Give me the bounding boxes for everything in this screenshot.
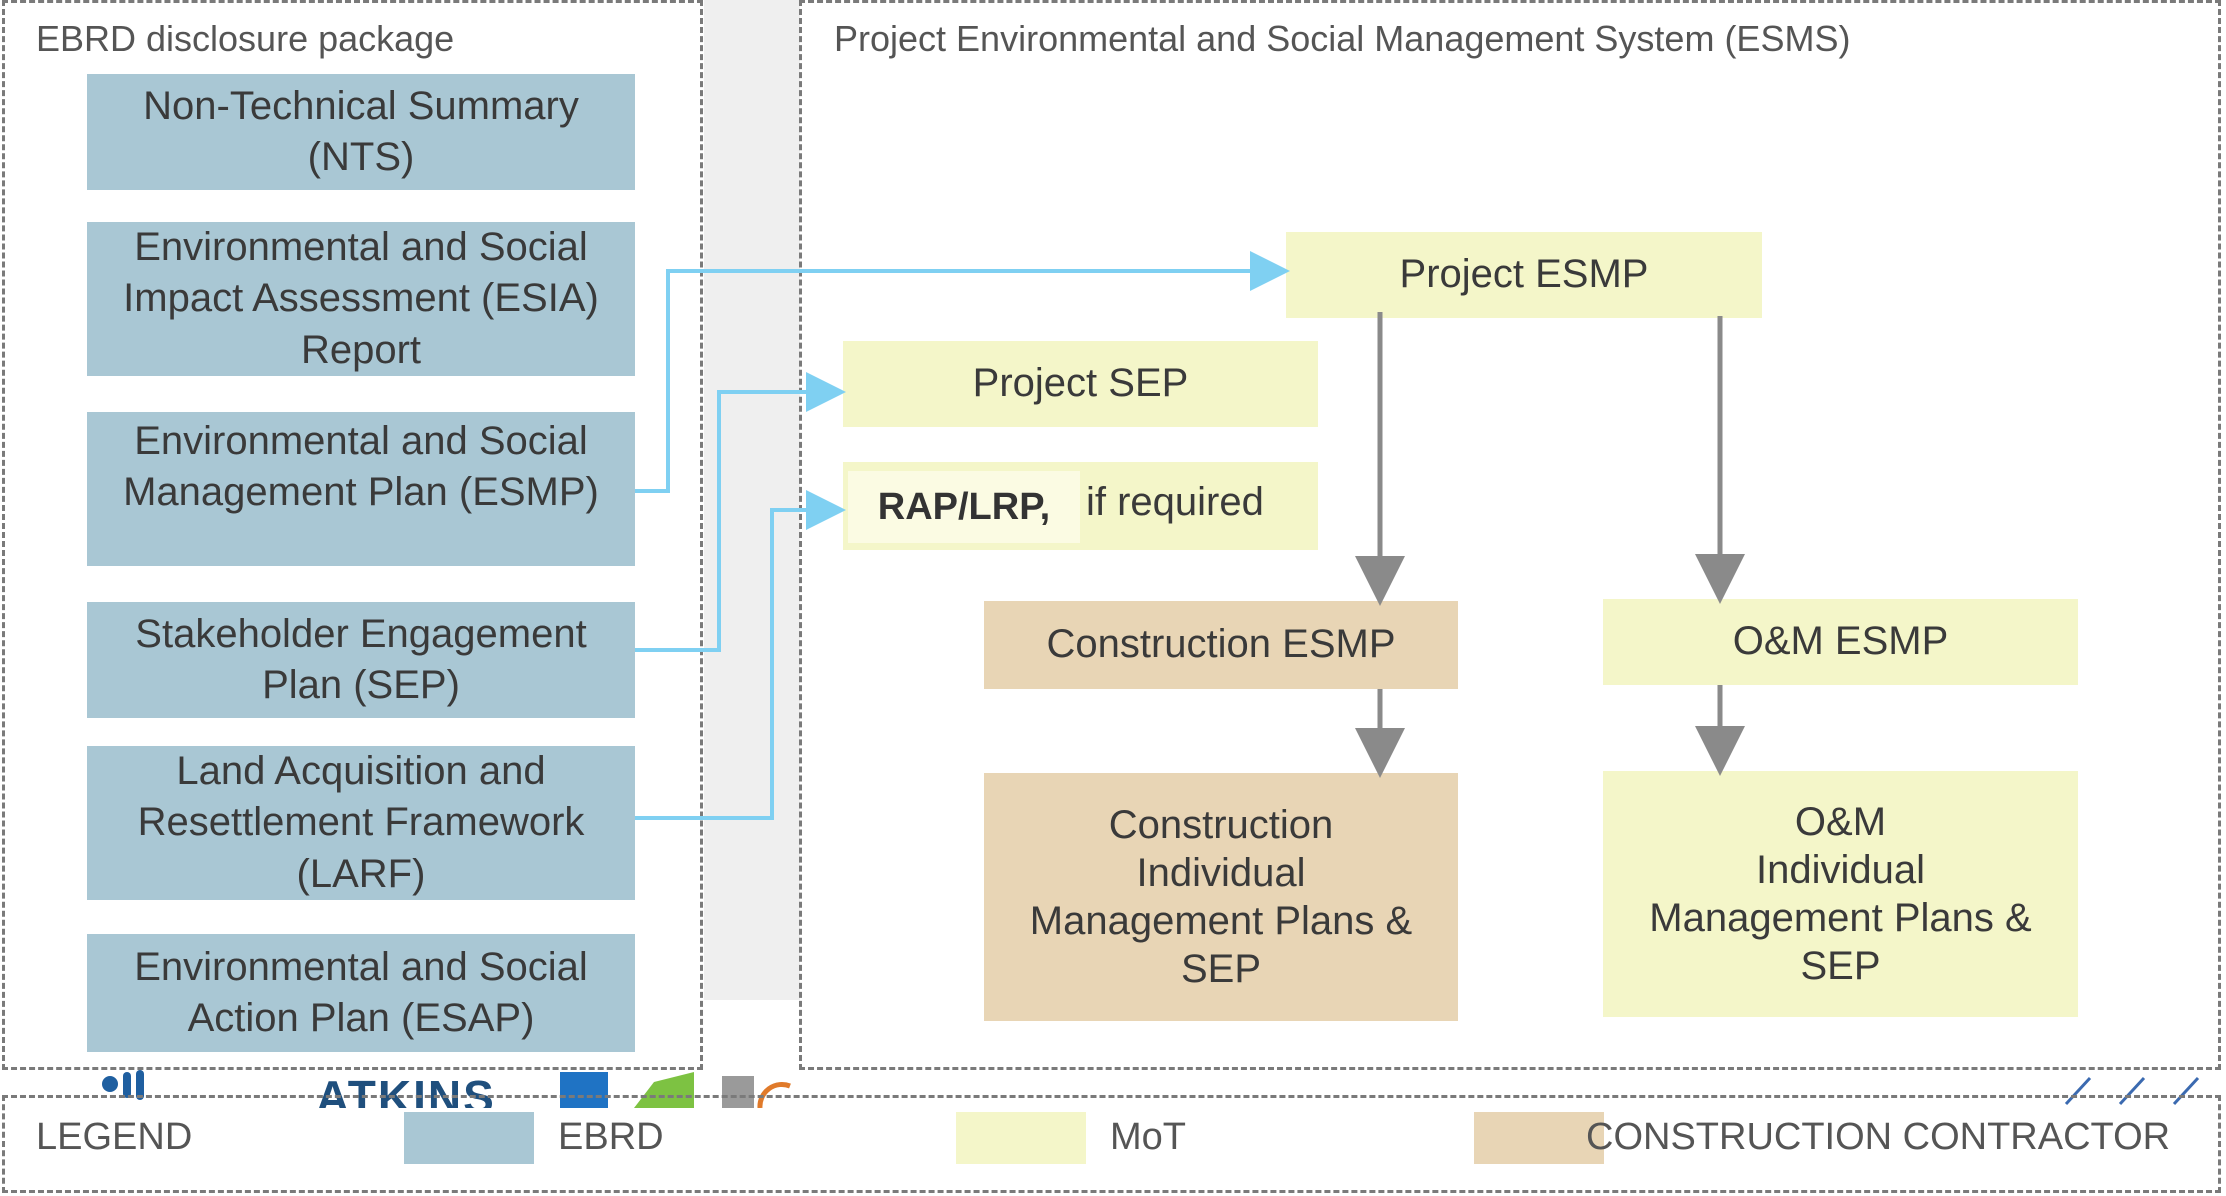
atkins-logo: ATKINS [316, 1071, 496, 1108]
rap-lrp-label: RAP/LRP, [848, 471, 1080, 543]
legend-swatch-ebrd [404, 1112, 534, 1164]
nts-line: (NTS) [307, 135, 415, 179]
project-esmp-box: Project ESMP [1286, 232, 1762, 318]
legend-label-ebrd: EBRD [558, 1116, 664, 1158]
esap-line: Action Plan (ESAP) [187, 996, 535, 1040]
larf-line: (LARF) [296, 851, 426, 896]
sep-line: Stakeholder Engagement [135, 611, 587, 656]
nts-line: Non-Technical Summary [143, 83, 579, 128]
legend-swatch-mot [956, 1112, 1086, 1164]
esia-line: Impact Assessment (ESIA) [123, 276, 599, 321]
logo-strip: ATKINS [0, 1068, 2226, 1108]
project-esmp-label: Project ESMP [1399, 252, 1649, 297]
esms-panel [799, 0, 2221, 1070]
sep-to-project-sep-connector [635, 372, 846, 652]
legend-label-mot: MoT [1110, 1116, 1186, 1158]
rap-lrp-suffix: if required [1086, 480, 1264, 524]
esms-panel-title: Project Environmental and Social Managem… [834, 18, 1851, 59]
project-sep-box: Project SEP [843, 341, 1318, 427]
construction-plans-line: Management Plans & [1029, 899, 1413, 943]
construction-plans-line: SEP [1180, 947, 1262, 991]
legend-panel [2, 1095, 2221, 1193]
om-plans-line: Management Plans & [1649, 896, 2032, 940]
esap-line: Environmental and Social [134, 944, 588, 989]
om-plans-line: SEP [1800, 944, 1881, 988]
partner-logos [102, 1070, 2200, 1108]
esia-line: Report [300, 327, 422, 372]
construction-esmp-label: Construction ESMP [1046, 622, 1396, 667]
esmp-to-project-esmp-connector [635, 251, 1290, 493]
legend-label-construction-contractor: CONSTRUCTION CONTRACTOR [1586, 1116, 2171, 1158]
esmp-line: Management Plan (ESMP) [123, 470, 599, 515]
legend-swatch-construction-contractor [1474, 1112, 1604, 1164]
construction-plans-line: Construction [1108, 803, 1334, 847]
legend-title: LEGEND [36, 1116, 193, 1158]
larf-line: Resettlement Framework [137, 800, 585, 845]
om-esmp-box: O&M ESMP [1603, 599, 2078, 685]
esmp-line: Environmental and Social [134, 419, 588, 463]
om-plans-line: O&M [1794, 800, 1887, 844]
om-plans-line: Individual [1755, 848, 1925, 892]
om-esmp-label: O&M ESMP [1732, 619, 1949, 664]
larf-to-rap-connector [635, 490, 846, 820]
construction-esmp-box: Construction ESMP [984, 601, 1458, 689]
larf-line: Land Acquisition and [176, 749, 546, 794]
construction-plans-line: Individual [1136, 851, 1306, 895]
ebrd-panel-title: EBRD disclosure package [36, 18, 455, 59]
esia-line: Environmental and Social [134, 225, 588, 270]
project-sep-label: Project SEP [972, 361, 1189, 406]
ebrd-disclosure-panel [2, 0, 703, 1070]
nts-box: Non-Technical Summary (NTS) [87, 74, 635, 190]
sep-line: Plan (SEP) [262, 663, 460, 707]
